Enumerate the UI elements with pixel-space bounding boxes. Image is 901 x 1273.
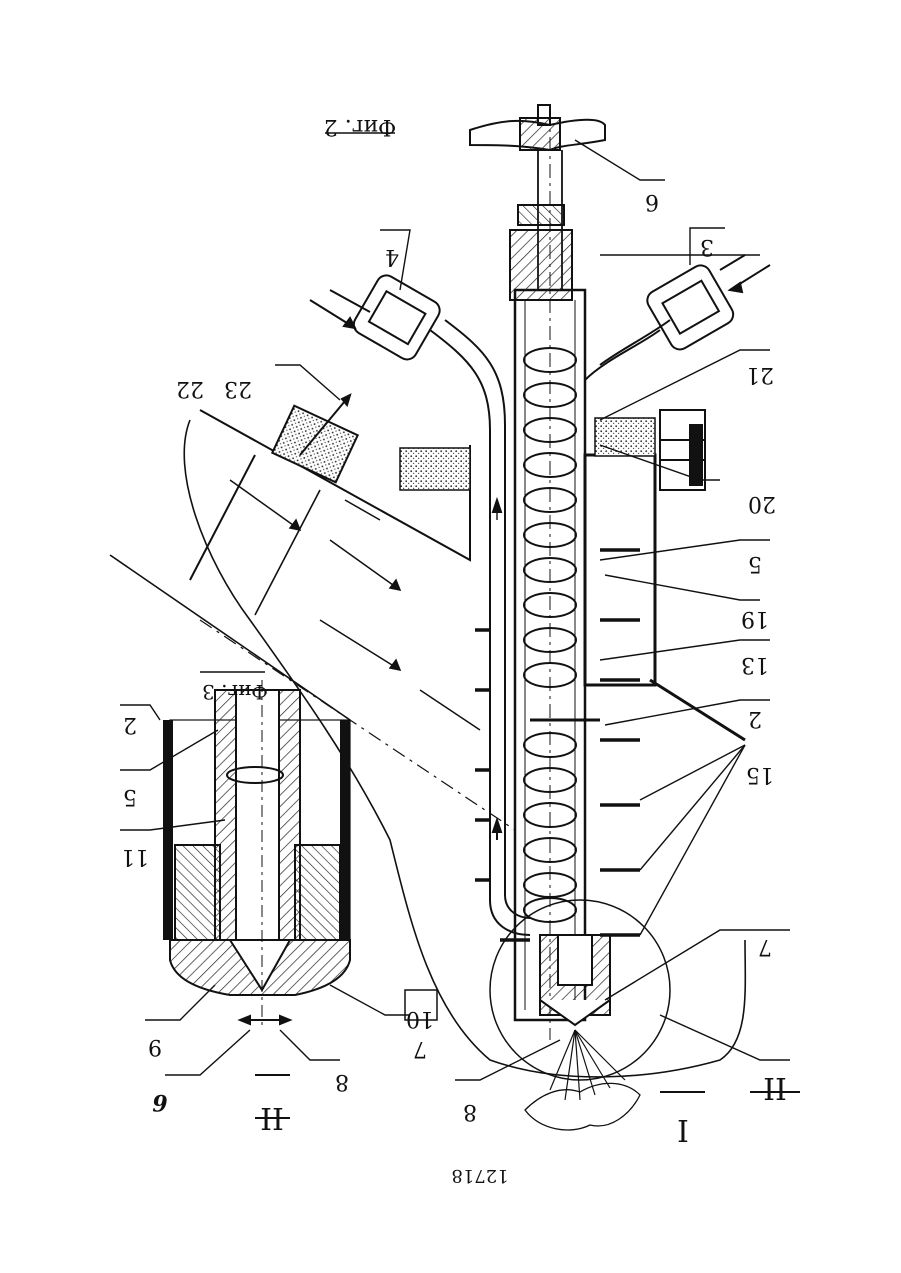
detail-callout-8: 8 [335,1069,349,1094]
connector-3 [585,255,770,380]
callout-20: 20 [748,491,776,516]
detail-callout-11: 11 [121,844,149,869]
detail-callout-7: 7 [413,1036,427,1061]
bolt-20 [660,410,705,490]
callout-19: 19 [741,606,769,631]
callout-13: 13 [741,652,769,677]
detail-callout-II: II [260,1100,284,1135]
callout-6: 6 [645,189,659,214]
callout-I: I [677,1112,689,1147]
labels: Фиг. 2 Фиг. 3 12718 6 4 3 21 22 23 20 5 … [121,114,787,1186]
callout-8: 8 [463,1099,477,1124]
detail-callout-2: 2 [123,712,137,737]
callout-15: 15 [746,762,774,787]
connector-4 [310,272,443,363]
callout-3: 3 [700,234,714,259]
fig3-title: Фиг. 3 [202,680,268,704]
callout-2: 2 [748,706,762,731]
detail-callout-5: 5 [123,784,137,809]
callout-5: 5 [748,551,762,576]
fig2-title: Фиг. 2 [324,114,396,139]
handle-6 [470,105,605,300]
outer-casing [585,455,655,685]
callout-21: 21 [746,362,774,387]
fitting-22-23 [272,395,357,482]
page-number: 12718 [451,1165,508,1186]
callout-4: 4 [385,244,399,269]
figure-3 [120,672,437,1118]
callout-22: 22 [176,376,204,401]
detail-callout-9: 9 [148,1034,162,1059]
detail-callout-6: 6 [152,1089,167,1115]
callout-23: 23 [224,376,252,401]
nozzle-7 [540,935,610,1025]
callout-7: 7 [758,934,772,959]
callout-II: II [763,1070,787,1105]
detail-callout-10: 10 [406,1006,434,1031]
